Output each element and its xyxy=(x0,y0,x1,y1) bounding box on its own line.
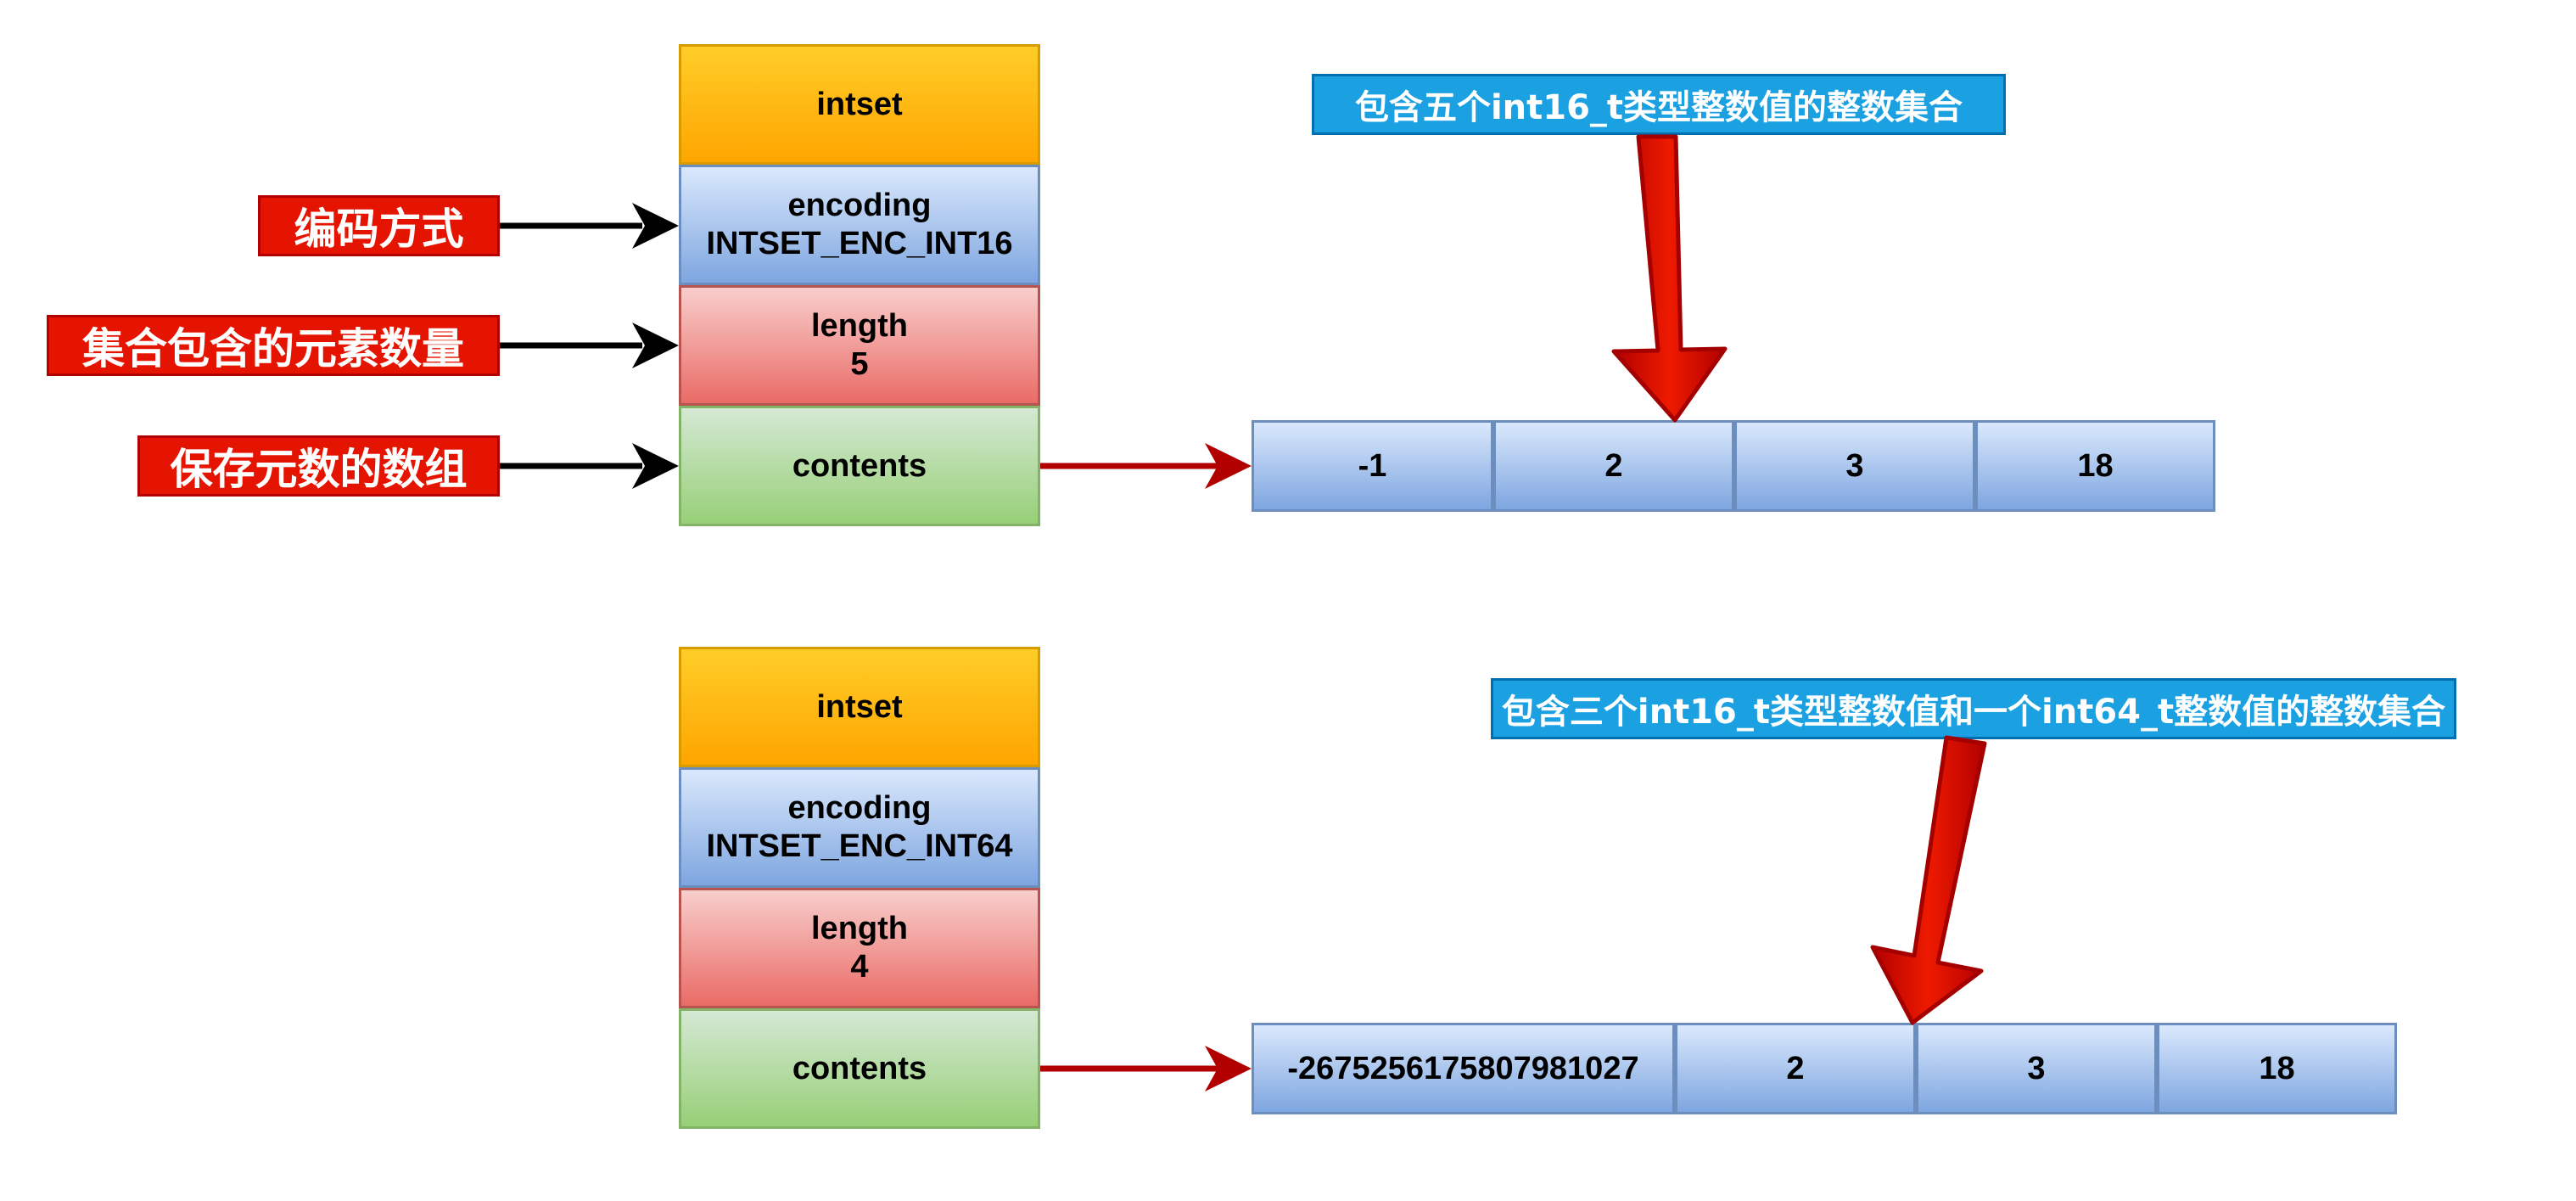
contents-label: contents xyxy=(792,447,927,484)
encoding-value: INTSET_ENC_INT16 xyxy=(706,226,1013,261)
array-cell-1-1: 2 xyxy=(1493,420,1734,512)
array-cell-2-2: 3 xyxy=(1916,1023,2157,1114)
array-value: 18 xyxy=(2259,1050,2295,1086)
array-cell-1-3: 18 xyxy=(1975,420,2215,512)
contents-field-1: contents xyxy=(679,406,1040,526)
callout-arrow-1 xyxy=(1611,134,1728,423)
array-value: 18 xyxy=(2077,447,2114,484)
length-value: 5 xyxy=(850,346,869,382)
array-value: 3 xyxy=(1845,447,1864,484)
contents-pointer-arrow-1 xyxy=(1040,443,1252,489)
caption-1: 包含五个int16_t类型整数值的整数集合 xyxy=(1312,74,2006,135)
length-value: 4 xyxy=(850,949,869,985)
array-value: 3 xyxy=(2027,1050,2046,1086)
length-label: length xyxy=(811,308,908,345)
annotation-encoding: 编码方式 xyxy=(258,195,500,256)
caption-2: 包含三个int16_t类型整数值和一个int64_t整数值的整数集合 xyxy=(1491,678,2456,739)
encoding-field-2: encoding INTSET_ENC_INT64 xyxy=(679,767,1040,888)
annotation-encoding-text: 编码方式 xyxy=(294,205,464,254)
encoding-label: encoding xyxy=(787,790,932,827)
caption-text: 包含五个int16_t类型整数值的整数集合 xyxy=(1354,88,1963,127)
array-cell-2-3: 18 xyxy=(2157,1023,2397,1114)
intset-header-text: intset xyxy=(816,688,903,725)
array-value: 2 xyxy=(1786,1050,1805,1086)
array-cell-2-1: 2 xyxy=(1675,1023,1916,1114)
contents-label: contents xyxy=(792,1050,927,1086)
annotation-contents-text: 保存元数的数组 xyxy=(170,445,468,494)
annotation-arrow-encoding xyxy=(500,203,679,249)
callout-arrow-2 xyxy=(1870,735,1987,1025)
annotation-arrow-contents xyxy=(500,443,679,489)
length-field-2: length 4 xyxy=(679,888,1040,1008)
annotation-contents: 保存元数的数组 xyxy=(137,435,500,497)
encoding-label: encoding xyxy=(787,188,932,224)
intset-header-1: intset xyxy=(679,44,1040,165)
contents-pointer-arrow-2 xyxy=(1040,1046,1252,1092)
annotation-length: 集合包含的元素数量 xyxy=(47,315,500,376)
array-cell-1-2: 3 xyxy=(1734,420,1975,512)
annotation-length-text: 集合包含的元素数量 xyxy=(82,324,464,373)
caption-text: 包含三个int16_t类型整数值和一个int64_t整数值的整数集合 xyxy=(1501,693,2446,732)
encoding-field-1: encoding INTSET_ENC_INT16 xyxy=(679,165,1040,285)
array-cell-2-0: -2675256175807981027 xyxy=(1252,1023,1675,1114)
intset-header-text: intset xyxy=(816,86,903,122)
annotation-arrow-length xyxy=(500,323,679,368)
length-label: length xyxy=(811,911,908,947)
contents-field-2: contents xyxy=(679,1008,1040,1129)
intset-header-2: intset xyxy=(679,647,1040,767)
array-value: 2 xyxy=(1604,447,1623,484)
encoding-value: INTSET_ENC_INT64 xyxy=(706,828,1013,864)
array-value: -1 xyxy=(1358,447,1387,484)
length-field-1: length 5 xyxy=(679,285,1040,406)
array-cell-1-0: -1 xyxy=(1252,420,1493,512)
array-value: -2675256175807981027 xyxy=(1287,1050,1639,1086)
